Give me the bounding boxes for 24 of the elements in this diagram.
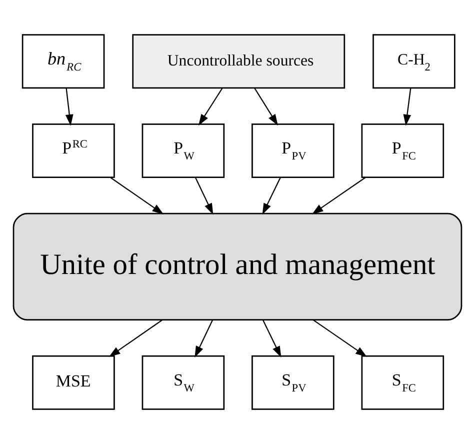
node-box: Unite of control and management — [12, 212, 462, 320]
node-box: S$_{W}$ — [141, 354, 224, 410]
arrow — [194, 319, 213, 357]
arrow — [194, 176, 213, 214]
arrow — [254, 87, 278, 126]
arrow — [262, 319, 281, 357]
node-box: P$_{W}$ — [141, 122, 224, 178]
arrow — [262, 176, 280, 214]
node-box: S$_{PV}$ — [251, 354, 334, 410]
node-box: P$_{FC}$ — [360, 122, 444, 178]
node-box: C-H$_{2}$ — [372, 34, 455, 88]
node-box: Uncontrollable sources — [132, 34, 345, 88]
node-box: MSE — [32, 354, 114, 410]
node-box: P$_{PV}$ — [251, 122, 334, 178]
arrow — [109, 176, 164, 214]
arrow — [64, 88, 73, 126]
arrow — [108, 319, 162, 356]
arrow — [198, 87, 222, 126]
node-box: bn$_{RC}$ — [21, 34, 104, 88]
arrow — [402, 88, 411, 126]
node-box: P$^{RC}$ — [32, 122, 114, 178]
node-box: S$_{FC}$ — [360, 354, 444, 410]
arrow — [312, 319, 366, 356]
arrow — [311, 176, 366, 214]
